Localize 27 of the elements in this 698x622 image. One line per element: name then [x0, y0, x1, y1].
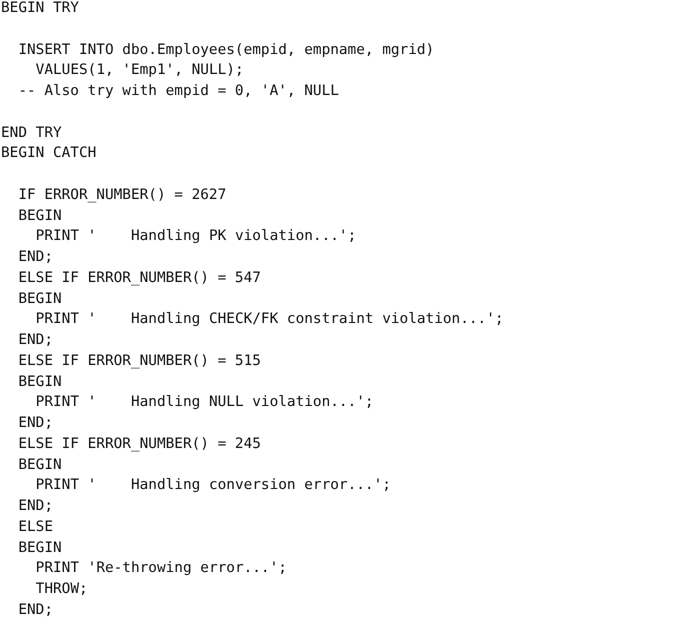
code-line: BEGIN [18, 374, 62, 390]
code-line: BEGIN CATCH [1, 145, 96, 162]
code-line: ELSE IF ERROR_NUMBER() = 245 [18, 436, 261, 453]
code-line: PRINT ' Handling PK violation...'; [36, 228, 356, 246]
code-line: END; [18, 602, 53, 619]
code-line: INSERT INTO dbo.Employees(empid, empname, mgrid) [18, 42, 434, 58]
code-line: END; [18, 498, 53, 515]
code-line: END TRY [1, 124, 62, 142]
code-line: BEGIN [18, 208, 62, 224]
code-line: BEGIN [18, 290, 62, 308]
code-line: VALUES(1, 'Emp1', NULL); [36, 62, 244, 80]
code-line: IF ERROR_NUMBER() = 2627 [18, 186, 226, 204]
code-line: BEGIN [18, 540, 62, 556]
code-line: ELSE [18, 518, 53, 536]
code-line: PRINT ' Handling NULL violation...'; [36, 394, 374, 412]
code-line: PRINT ' Handling CHECK/FK constraint violation...'; [36, 311, 504, 328]
code-line: END; [18, 249, 53, 266]
code-line: PRINT 'Re-throwing error...'; [36, 560, 287, 578]
code-line: BEGIN TRY [1, 0, 79, 17]
code-line: ELSE IF ERROR_NUMBER() = 515 [18, 352, 261, 370]
code-line: END; [18, 415, 53, 432]
code-line: END; [18, 332, 53, 349]
code-line: BEGIN [18, 456, 62, 474]
code-line: ELSE IF ERROR_NUMBER() = 547 [18, 270, 261, 287]
code-line: THROW; [36, 581, 88, 598]
code-line: -- Also try with empid = 0, 'A', NULL [18, 83, 339, 100]
code-line: PRINT ' Handling conversion error...'; [36, 477, 391, 494]
